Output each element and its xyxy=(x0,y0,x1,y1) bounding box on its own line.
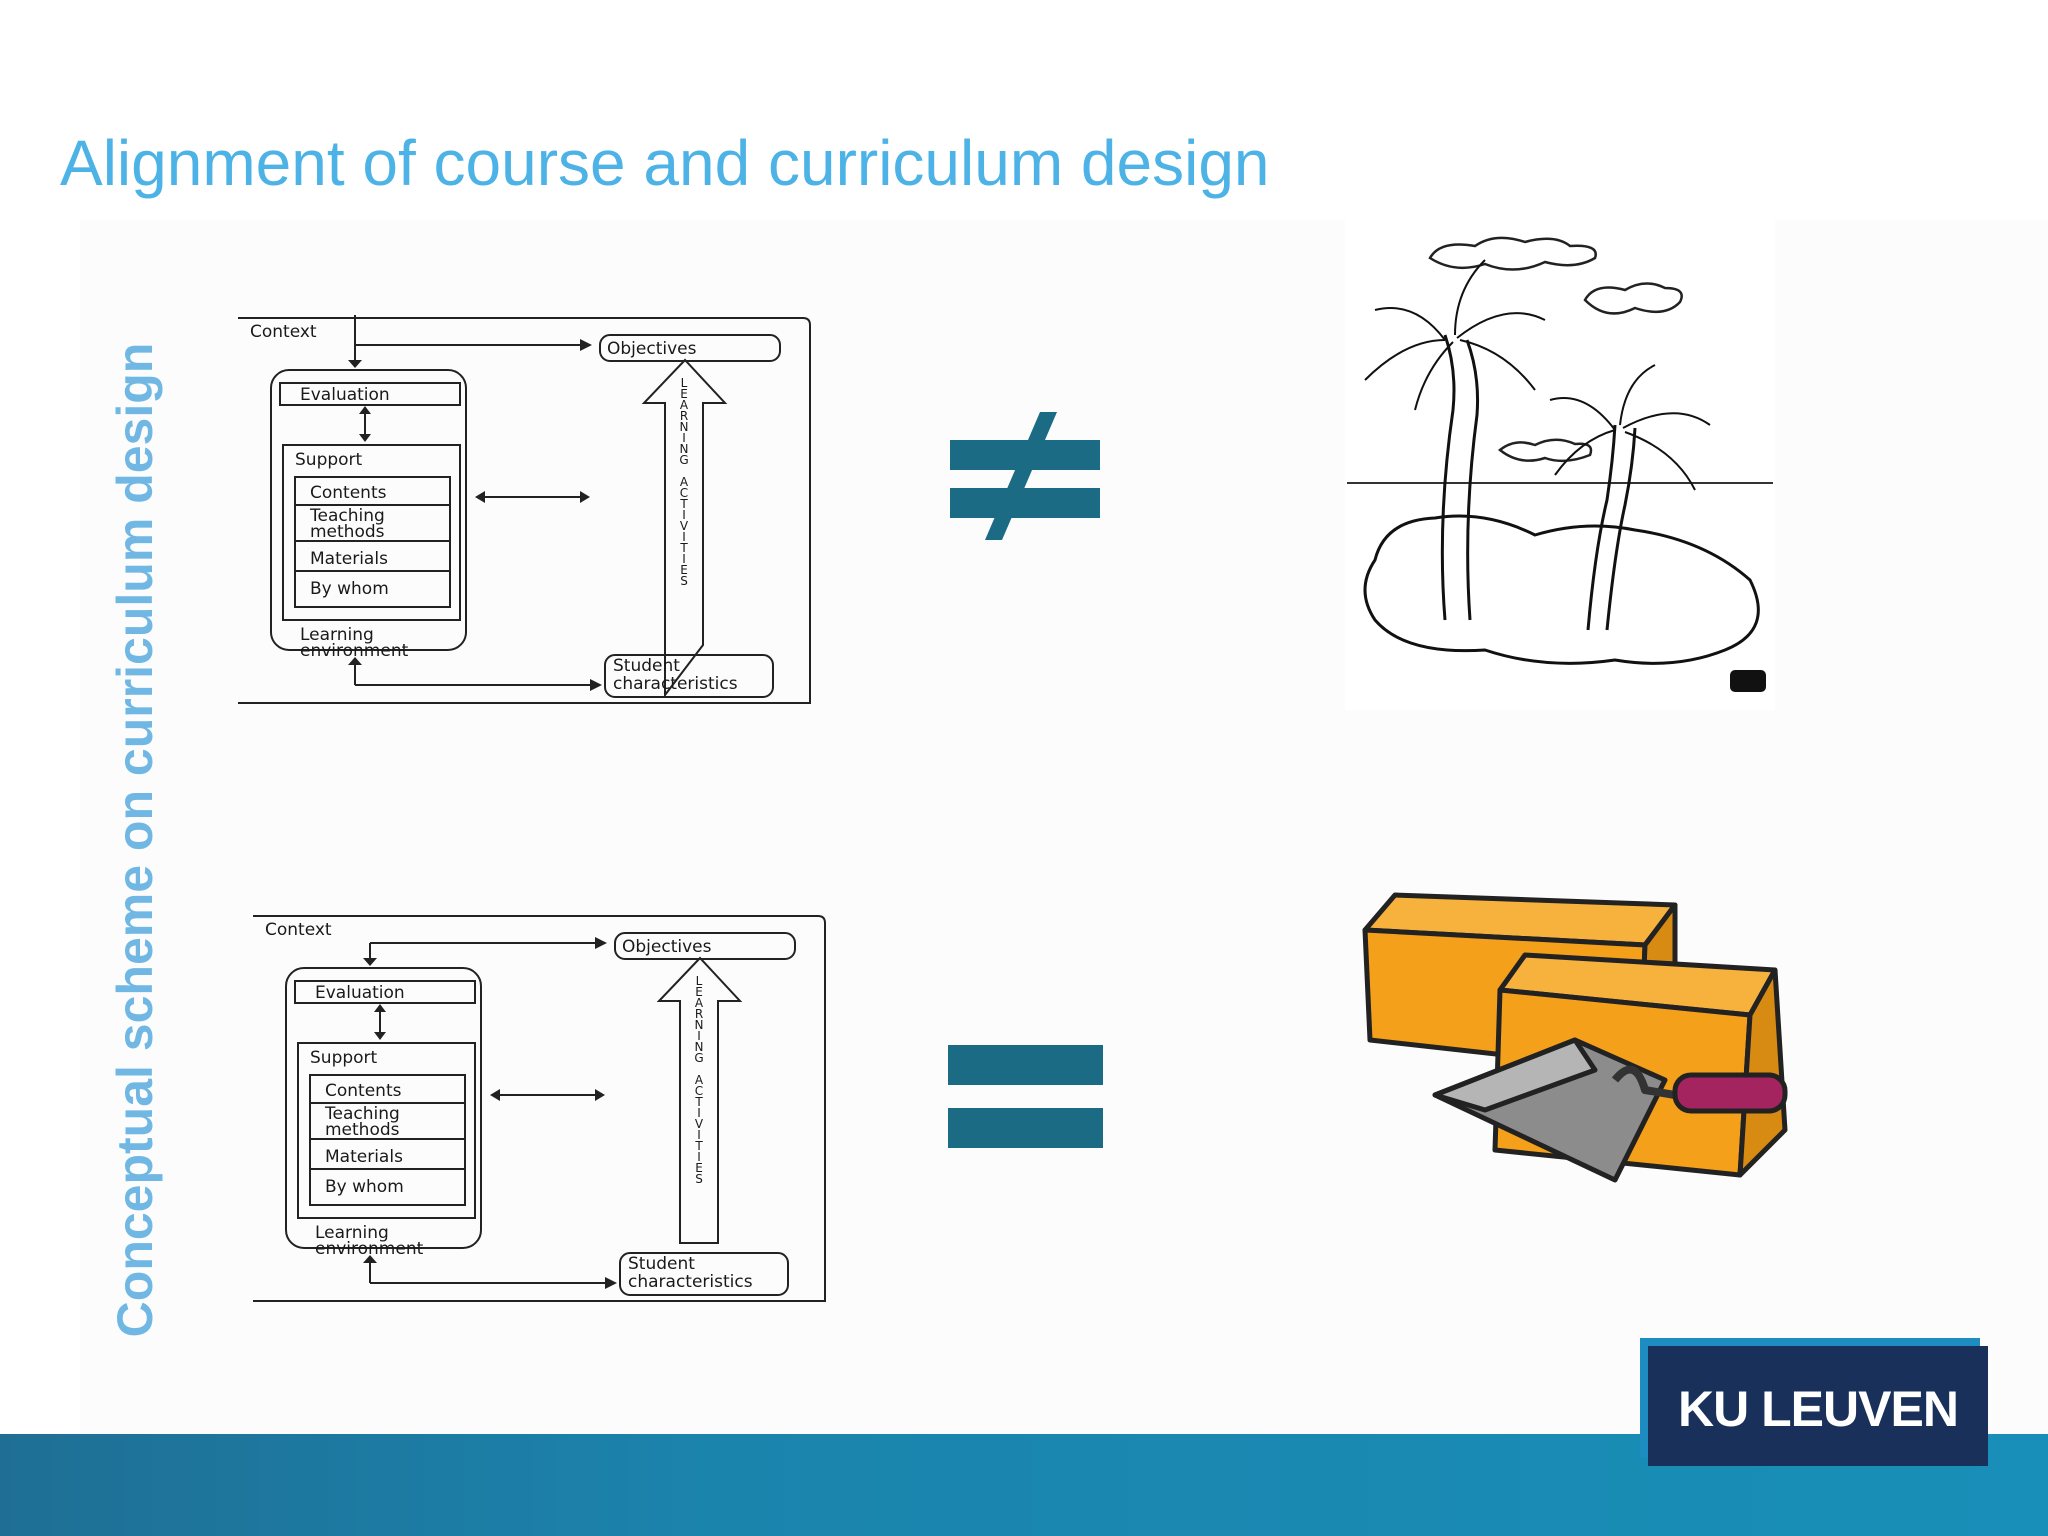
arrow-letter: L xyxy=(681,376,688,390)
arrow-letter: N xyxy=(695,1018,704,1032)
arrow-letter: T xyxy=(694,1139,703,1153)
scheme-environment-label: environment xyxy=(315,1239,424,1259)
scheme-support-label: Support xyxy=(310,1048,378,1068)
arrow-letter: N xyxy=(695,1040,704,1054)
bricks-trowel-icon xyxy=(1345,880,1835,1205)
arrow-letter: I xyxy=(682,508,686,522)
scheme-objectives-label: Objectives xyxy=(622,937,712,957)
scheme-student-label: Student xyxy=(628,1254,695,1274)
scheme-contents-label: Contents xyxy=(310,483,387,503)
arrow-letter: I xyxy=(682,431,686,445)
arrow-letter: I xyxy=(697,1029,701,1043)
scheme-environment-label: environment xyxy=(300,641,409,661)
scheme-context-label: Context xyxy=(265,920,332,940)
not-equal-sign xyxy=(945,410,1115,550)
curriculum-scheme-diagram-2: Context Objectives Evaluation Support Co… xyxy=(250,913,830,1308)
arrow-letter: V xyxy=(695,1117,704,1131)
scheme-characteristics-label: characteristics xyxy=(628,1272,753,1292)
scheme-teaching-label: Teaching xyxy=(309,506,385,526)
scheme-methods-label: methods xyxy=(325,1120,400,1140)
arrow-letter: L xyxy=(696,974,703,988)
arrow-letter: E xyxy=(680,563,688,577)
arrow-letter: G xyxy=(679,453,688,467)
arrow-letter: A xyxy=(695,996,704,1010)
arrow-letter: I xyxy=(697,1106,701,1120)
arrow-letter: T xyxy=(694,1095,703,1109)
arrow-letter: C xyxy=(680,486,688,500)
scheme-evaluation-label: Evaluation xyxy=(300,385,390,405)
scheme-materials-label: Materials xyxy=(325,1147,403,1167)
scheme-learning-label: Learning xyxy=(300,625,374,645)
scheme-evaluation-label: Evaluation xyxy=(315,983,405,1003)
scheme-student-label: Student xyxy=(613,656,680,676)
arrow-letter: I xyxy=(682,552,686,566)
ku-leuven-logo: KU LEUVEN xyxy=(1648,1346,1988,1466)
arrow-letter: I xyxy=(682,530,686,544)
arrow-letter: E xyxy=(695,985,703,999)
scheme-materials-label: Materials xyxy=(310,549,388,569)
scheme-learning-label: Learning xyxy=(315,1223,389,1243)
logo-text: KU LEUVEN xyxy=(1678,1381,1959,1437)
scheme-support-label: Support xyxy=(295,450,363,470)
arrow-letter: R xyxy=(680,409,688,423)
arrow-letter: S xyxy=(680,574,688,588)
vertical-side-label: Conceptual scheme on curriculum design xyxy=(107,342,163,1338)
arrow-letter: R xyxy=(695,1007,703,1021)
arrow-letter: I xyxy=(697,1150,701,1164)
scheme-characteristics-label: characteristics xyxy=(613,674,738,694)
curriculum-scheme-diagram-1: Context Objectives Evaluation Support Co… xyxy=(235,315,815,710)
arrow-letter: C xyxy=(695,1084,703,1098)
arrow-letter: T xyxy=(679,497,688,511)
scheme-bywhom-label: By whom xyxy=(325,1177,404,1197)
arrow-letter: A xyxy=(680,475,689,489)
scheme-bywhom-label: By whom xyxy=(310,579,389,599)
arrow-letter: E xyxy=(680,387,688,401)
arrow-letter: S xyxy=(695,1172,703,1186)
arrow-letter: V xyxy=(680,519,689,533)
arrow-letter: A xyxy=(680,398,689,412)
scheme-contents-label: Contents xyxy=(325,1081,402,1101)
arrow-letter: N xyxy=(680,420,689,434)
arrow-letter: T xyxy=(679,541,688,555)
arrow-letter: I xyxy=(697,1128,701,1142)
scheme-objectives-label: Objectives xyxy=(607,339,697,359)
island-drawing-icon xyxy=(1345,200,1775,715)
scheme-methods-label: methods xyxy=(310,522,385,542)
arrow-letter: G xyxy=(694,1051,703,1065)
arrow-letter: N xyxy=(680,442,689,456)
equal-sign xyxy=(948,1045,1108,1160)
slide-title: Alignment of course and curriculum desig… xyxy=(60,127,1270,199)
scheme-context-label: Context xyxy=(250,322,317,342)
scheme-teaching-label: Teaching xyxy=(324,1104,400,1124)
arrow-letter: A xyxy=(695,1073,704,1087)
arrow-letter: E xyxy=(695,1161,703,1175)
